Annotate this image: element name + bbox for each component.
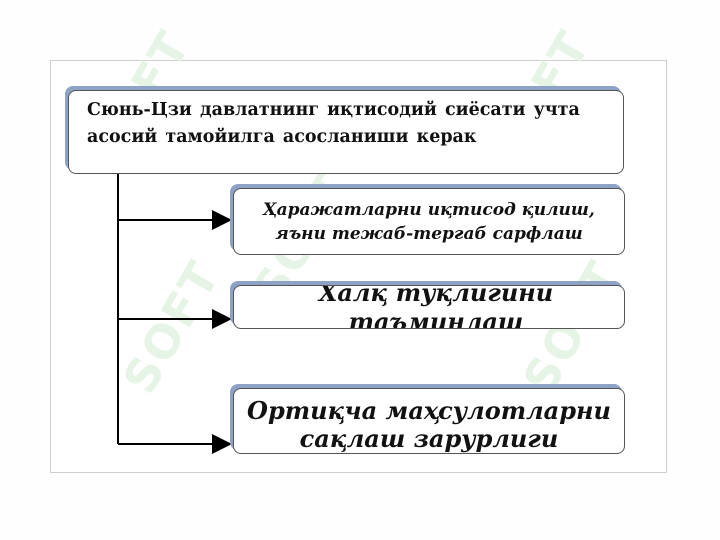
principle-box-1: Ҳаражатларни иқтисод қилиш, яъни тежаб-т…	[233, 188, 625, 255]
principle-box-3: Ортиқча маҳсулотларни сақлаш зарурлиги	[233, 388, 625, 454]
principle-box-2: Халқ тўқлигини таъминлаш	[233, 285, 625, 329]
principle-label-1: Ҳаражатларни иқтисод қилиш, яъни тежаб-т…	[263, 199, 595, 244]
principle-label-2: Халқ тўқлигини таъминлаш	[318, 285, 554, 329]
principle-label-3: Ортиқча маҳсулотларни сақлаш зарурлиги	[247, 396, 611, 453]
title-box: Сюнь-Цзи давлатнинг иқтисодий сиёсати уч…	[68, 90, 624, 174]
